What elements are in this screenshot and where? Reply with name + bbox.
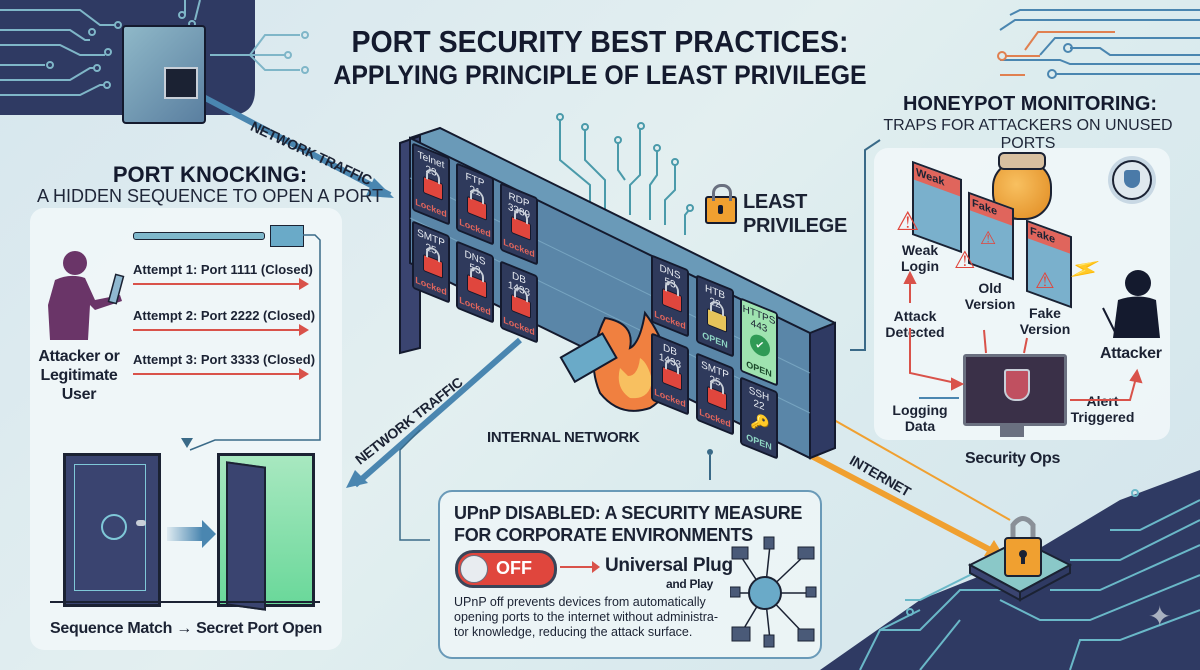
network-switch-box: [122, 25, 206, 124]
ethernet-plug-icon: [270, 225, 304, 247]
warning-icon: ⚠: [896, 206, 920, 236]
upnp-logo-line1: Universal Plug: [605, 555, 733, 576]
ethernet-port: [164, 67, 198, 99]
attempt-2: Attempt 2: Port 2222 (Closed): [133, 308, 316, 336]
warning-icon: ⚠: [980, 228, 997, 248]
transition-arrow-head: [202, 520, 216, 548]
closed-door-icon: [63, 453, 161, 607]
attempt-1: Attempt 1: Port 1111 (Closed): [133, 262, 313, 290]
upnp-heading: UPnP DISABLED: A SECURITY MEASURE FOR CO…: [454, 502, 814, 546]
jar-lid: [998, 152, 1046, 170]
port-knocking-caption: Sequence Match → Secret Port Open: [50, 620, 322, 637]
red-arrow: [133, 324, 309, 336]
padlock-icon: [662, 287, 682, 313]
honeypot-heading: HONEYPOT MONITORING:: [902, 93, 1158, 115]
upnp-logo-line2: and Play: [666, 577, 713, 591]
transition-arrow-icon: [167, 527, 202, 541]
padlock-icon: [467, 273, 487, 299]
toggle-label: OFF: [496, 558, 532, 578]
internal-network-connector: [399, 429, 430, 541]
padlock-icon: [467, 195, 487, 221]
attack-detected-label: Attack Detected: [885, 308, 945, 340]
knock-cable: [133, 232, 265, 240]
weak-login-label: Weak Login: [900, 242, 940, 274]
network-traffic-cable-in: [188, 87, 392, 198]
least-privilege-line1: LEAST: [743, 191, 808, 213]
arrow-head-out: [346, 470, 368, 488]
upnp-heading-line1: UPnP DISABLED: A SECURITY MEASURE: [454, 503, 803, 523]
attacker-label: Attacker: [1100, 345, 1162, 362]
warning-icon: ⚠: [1035, 268, 1055, 293]
least-privilege-label: LEAST PRIVILEGE: [743, 190, 847, 238]
circuit-traces-bottom-right: [859, 489, 1200, 670]
door-floor-line: [50, 601, 320, 603]
page-title: PORT SECURITY BEST PRACTICES:: [351, 24, 849, 59]
honeypot-connector-line: [850, 139, 881, 351]
security-monitor-icon: [963, 354, 1067, 426]
circuit-traces-top-left: [0, 0, 309, 96]
ethernet-plug: [559, 332, 618, 384]
honeypot-flow-arrows: [903, 270, 1143, 401]
page-subtitle: APPLYING PRINCIPLE OF LEAST PRIVILEGE: [333, 60, 867, 90]
circuit-traces-orange: [997, 31, 1115, 76]
network-traffic-cable-out: [353, 337, 522, 488]
actor-label: Attacker or Legitimate User: [38, 348, 120, 403]
keyhole: [718, 205, 723, 214]
door-handle: [136, 520, 146, 526]
honeypot-subheading: TRAPS FOR ATTACKERS ON UNUSED PORTS: [883, 117, 1173, 152]
padlock-icon: [423, 253, 443, 279]
connector-dot: [707, 449, 713, 455]
circuit-traces-top-right: [999, 9, 1200, 79]
internet-cable: [798, 447, 1002, 558]
port-knocking-heading: PORT KNOCKING:: [112, 162, 308, 187]
key-icon: 🔑: [750, 411, 770, 437]
toggle-knob: [460, 555, 488, 583]
upnp-toggle[interactable]: OFF: [455, 550, 557, 588]
internal-network-label: INTERNAL NETWORK: [487, 429, 640, 446]
attacker-silhouette-icon: [1102, 270, 1160, 338]
door-gear: [101, 514, 127, 540]
network-globe-icon: [730, 536, 817, 648]
attempt-label: Attempt 3: Port 3333 (Closed): [133, 352, 316, 367]
port-knocking-subheading: A HIDDEN SEQUENCE TO OPEN A PORT: [36, 186, 384, 206]
padlock-icon: [423, 175, 443, 201]
firewall-circuit-traces: [556, 113, 694, 235]
security-ops-label: Security Ops: [965, 450, 1061, 467]
upnp-heading-line2: FOR CORPORATE ENVIRONMENTS: [454, 525, 753, 545]
door-circuit-pattern: [74, 464, 146, 591]
honey-jar-icon: [992, 152, 1052, 220]
logging-data-label: Logging Data: [892, 402, 948, 434]
open-door-icon: [217, 453, 315, 611]
red-arrow: [560, 561, 600, 573]
red-arrow: [133, 278, 309, 290]
old-version-label: Old Version: [964, 280, 1016, 312]
upnp-description: UPnP off prevents devices from automatic…: [454, 595, 719, 639]
knock-flow-line: [189, 234, 321, 451]
user-silhouette-icon: [48, 251, 125, 340]
fake-version-label: Fake Version: [1019, 305, 1071, 337]
monitor-stand: [1000, 423, 1024, 437]
red-arrow: [133, 368, 309, 380]
attempt-label: Attempt 2: Port 2222 (Closed): [133, 308, 316, 323]
secure-chip-icon: [967, 516, 1073, 602]
down-arrow-icon: [181, 438, 193, 448]
sparkle-icon: ✦: [1148, 601, 1172, 632]
lock-shackle: [712, 184, 732, 201]
monitor-shield: [1004, 369, 1030, 401]
warning-icon: ⚠: [954, 247, 976, 274]
shield-badge-icon: [1112, 160, 1152, 200]
arrow-head-in: [366, 178, 394, 198]
padlock-icon: [707, 385, 727, 411]
attempt-label: Attempt 1: Port 1111 (Closed): [133, 262, 313, 277]
padlock-open-icon: [707, 307, 727, 333]
least-privilege-lock-icon: [705, 184, 737, 224]
internet-return-line: [819, 411, 1011, 521]
open-door-leaf: [226, 461, 266, 611]
least-privilege-line2: PRIVILEGE: [743, 215, 847, 237]
shield-shape: [1124, 170, 1140, 188]
attempt-3: Attempt 3: Port 3333 (Closed): [133, 352, 316, 380]
